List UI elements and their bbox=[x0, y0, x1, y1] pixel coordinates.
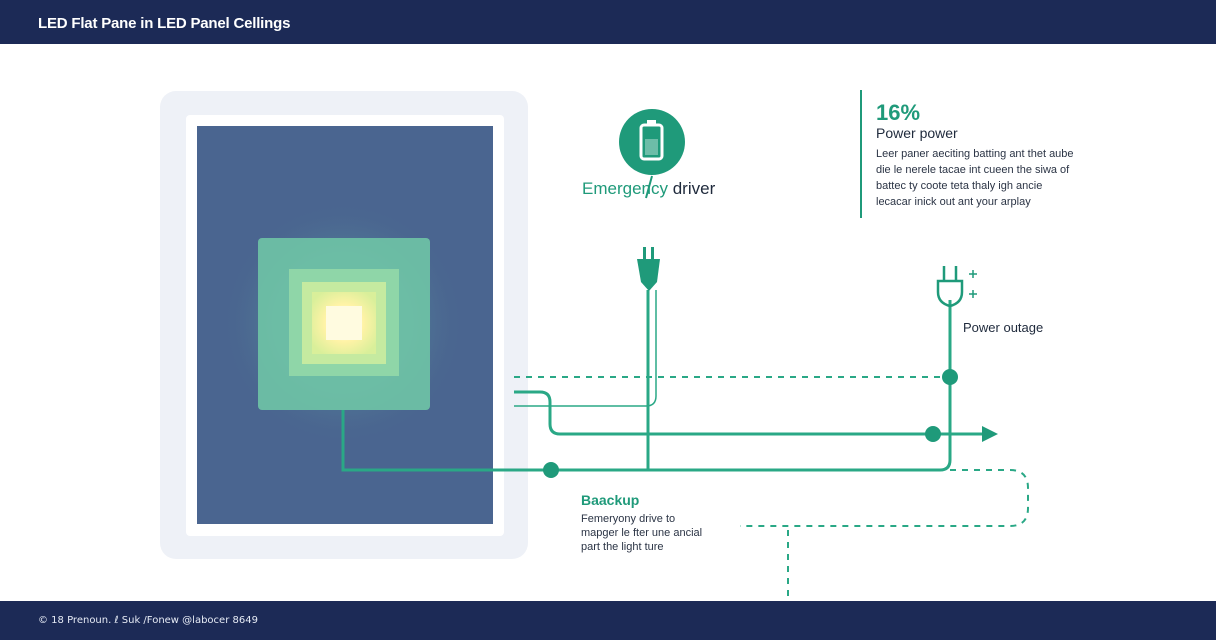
backup-description: Femeryony drive to mapger le fter une an… bbox=[581, 512, 702, 554]
junction-dot bbox=[925, 426, 941, 442]
footer-text: © 18 Prenoun. ℓ Suk /Fonew @labocer 8649 bbox=[38, 615, 258, 626]
dashed-lines bbox=[514, 376, 1029, 596]
backup-line: part the light ture bbox=[581, 541, 664, 553]
thin-driver-wire bbox=[514, 290, 657, 407]
backup-line: mapger le fter une ancial bbox=[581, 527, 703, 539]
stat-divider bbox=[860, 90, 862, 218]
power-outage-label: Power outage bbox=[963, 320, 1044, 335]
output-wire bbox=[514, 390, 985, 436]
stat-line: die le nerele tacae int cueen the siwa o… bbox=[876, 164, 1070, 176]
dashed-return bbox=[740, 469, 1029, 527]
plug-icon bbox=[637, 247, 660, 291]
emergency-driver-label: Emergency driver bbox=[582, 179, 715, 199]
battery-icon bbox=[619, 109, 685, 175]
stat-description: Leer paner aeciting batting ant thet aub… bbox=[876, 146, 1074, 210]
emergency-label-word: Emergency bbox=[582, 179, 668, 198]
footer-bar: © 18 Prenoun. ℓ Suk /Fonew @labocer 8649 bbox=[0, 601, 1216, 640]
driver-label-word: driver bbox=[672, 179, 716, 198]
light-core-center bbox=[326, 306, 362, 340]
stat-heading: Power power bbox=[876, 125, 958, 141]
junction-dot bbox=[942, 369, 958, 385]
stat-percent: 16% bbox=[876, 100, 921, 125]
stat-line: Leer paner aeciting batting ant thet aub… bbox=[876, 148, 1074, 160]
driver-pointer bbox=[645, 175, 653, 199]
spark-icon bbox=[969, 270, 977, 298]
junction-dot bbox=[543, 462, 559, 478]
stat-line: lecacar inick out ant your arplay bbox=[876, 196, 1031, 208]
header-bar: LED Flat Pane in LED Panel Cellings bbox=[0, 0, 1216, 44]
stat-line: battec ty coote teta thaly igh ancie bbox=[876, 180, 1043, 192]
wires bbox=[341, 290, 985, 472]
backup-heading: Baackup bbox=[581, 492, 640, 508]
backup-line: Femeryony drive to bbox=[581, 513, 676, 525]
arrow-right-icon bbox=[982, 426, 998, 442]
outage-plug-icon bbox=[936, 266, 964, 308]
main-power-wire bbox=[341, 300, 952, 472]
page-title: LED Flat Pane in LED Panel Cellings bbox=[38, 15, 291, 32]
